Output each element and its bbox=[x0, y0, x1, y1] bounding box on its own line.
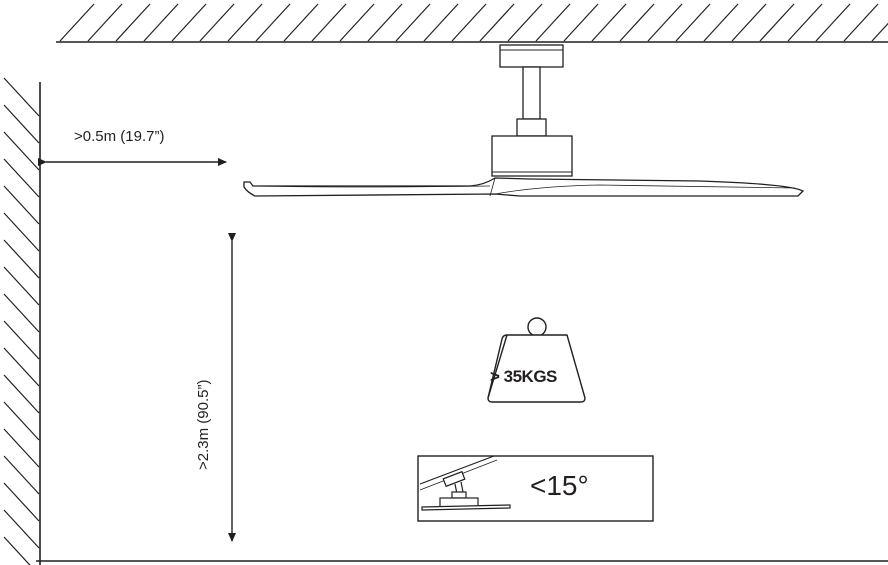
fan-coupler bbox=[516, 118, 547, 137]
fan-downrod bbox=[522, 66, 541, 120]
floor-clearance-label: >2.3m (90.5”) bbox=[195, 379, 212, 470]
fan-blades bbox=[243, 177, 805, 197]
fan-canopy bbox=[499, 44, 564, 68]
wall-hatch bbox=[3, 77, 40, 565]
tilt-angle-label: <15° bbox=[530, 470, 589, 501]
weight-label: > 35KGS bbox=[490, 367, 557, 386]
ceiling bbox=[56, 3, 888, 43]
fan-motor-housing bbox=[491, 135, 573, 177]
weight-icon bbox=[487, 317, 586, 403]
ceiling-fan bbox=[243, 44, 805, 197]
wall bbox=[3, 77, 41, 565]
tilt-inset-frame bbox=[417, 455, 654, 522]
tilt-inset bbox=[417, 455, 654, 522]
tilt-fan-icon bbox=[419, 455, 511, 511]
ceiling-hatch bbox=[59, 3, 888, 42]
wall-clearance-label: >0.5m (19.7”) bbox=[74, 128, 165, 145]
